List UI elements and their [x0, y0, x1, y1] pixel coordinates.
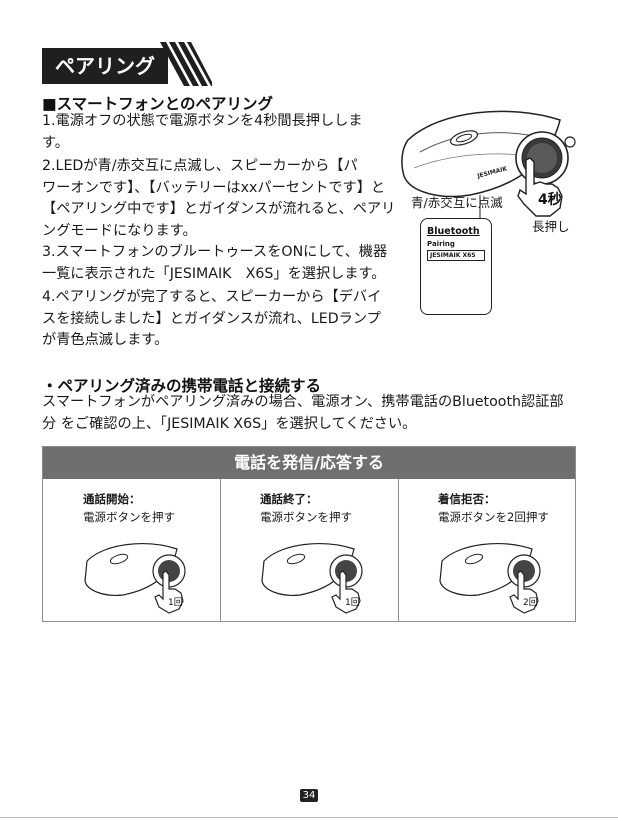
- paired-phone-heading: ・ペアリング済みの携帯電話と接続する: [42, 377, 322, 395]
- column-title: 通話開始：: [83, 492, 141, 506]
- pairing-heading: ■スマートフォンとのペアリング: [42, 95, 274, 113]
- press-count: 1回: [168, 597, 183, 608]
- section-banner: ペアリング: [42, 48, 168, 84]
- bottom-divider: [0, 817, 618, 818]
- step-2: 2.LEDが青/赤交互に点滅し、スピーカーから【パ ワーオンです】、【バッテリー…: [42, 158, 396, 239]
- headset-press-illustration: 2回: [439, 543, 541, 614]
- step-4: 4.ペアリングが完了すると、スピーカーから【デバイ スを接続しました】とガイダン…: [42, 289, 382, 348]
- call-table-header: 電話を発信/応答する: [43, 447, 575, 479]
- column-title: 通話終了：: [260, 492, 318, 506]
- paired-phone-text: スマートフォンがペアリング済みの場合、電源オン、携帯電話のBluetooth認証…: [42, 394, 564, 432]
- page-number: 34: [300, 789, 318, 802]
- call-column-end: 通話終了： 電源ボタンを押す 1回: [220, 479, 399, 621]
- column-desc: 電源ボタンを押す: [83, 510, 175, 524]
- press-count: 1回: [345, 597, 360, 608]
- headset-illustration: JESIMAIK 4秒: [401, 110, 576, 218]
- blink-label: 青/赤交互に点滅: [411, 195, 503, 210]
- step-1: 1.電源オフの状態で電源ボタンを4秒間長押ししま す。: [42, 113, 363, 151]
- pairing-label: Pairing: [427, 240, 455, 248]
- seconds-badge: 4秒: [538, 191, 562, 208]
- call-column-reject: 着信拒否： 電源ボタンを2回押す 2回: [398, 479, 575, 621]
- headset-press-illustration: 1回: [261, 543, 363, 614]
- bluetooth-title: Bluetooth: [427, 226, 480, 237]
- banner-stripes-decoration: [160, 42, 212, 86]
- phone-screen: Bluetooth Pairing JESIMAIK X6S: [420, 218, 492, 315]
- column-desc: 電源ボタンを押す: [260, 510, 352, 524]
- step-3: 3.スマートフォンのブルートゥースをONにして、機器 一覧に表示された「JESI…: [42, 244, 388, 282]
- headset-press-illustration: 1回: [84, 543, 186, 614]
- column-desc: 電源ボタンを2回押す: [438, 510, 549, 524]
- device-list-item: JESIMAIK X6S: [427, 250, 485, 261]
- press-count: 2回: [523, 597, 538, 608]
- press-label: 長押し: [532, 219, 570, 234]
- call-table: 電話を発信/応答する 通話開始： 電源ボタンを押す 1回 通話終了： 電源ボタン…: [42, 446, 576, 622]
- call-column-start: 通話開始： 電源ボタンを押す 1回: [43, 479, 221, 621]
- column-title: 着信拒否：: [438, 492, 496, 506]
